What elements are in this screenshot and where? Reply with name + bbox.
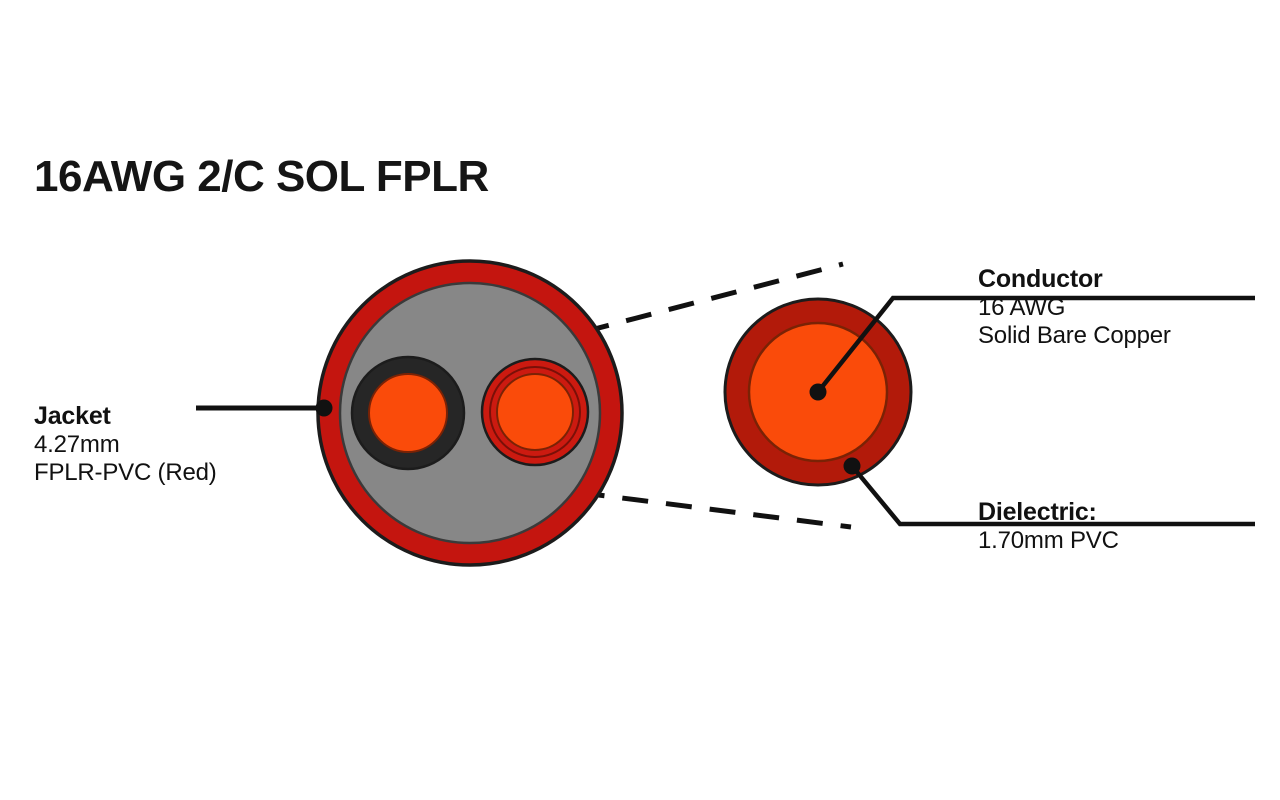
dashed-guide-lower [534,484,852,530]
leader-dot-jacket [315,399,333,417]
leader-dot-dielectric [843,457,861,475]
conductor-detail-magnified [723,297,913,487]
jacket-outer-ring [316,259,624,567]
callout-jacket: Jacket 4.27mm FPLR-PVC (Red) [34,402,217,487]
callout-jacket-size: 4.27mm [34,431,120,459]
detail-dielectric-ring [723,297,913,487]
callout-jacket-title: Jacket [34,402,111,430]
filler-layer [338,281,602,545]
dashed-guide-upper [540,261,844,346]
callout-jacket-material: FPLR-PVC (Red) [34,459,217,487]
conductor-black-copper-core [368,373,448,453]
detail-copper-core [747,321,889,463]
main-cable-cross-section [316,259,624,567]
page-title: 16AWG 2/C SOL FPLR [34,152,489,201]
callout-conductor-size: 16 AWG [978,294,1066,322]
callout-conductor: Conductor 16 AWG Solid Bare Copper [978,265,1171,350]
conductor-red-insulation-inner [489,366,581,458]
callout-dielectric: Dielectric: 1.70mm PVC [978,498,1119,555]
callout-dielectric-size: 1.70mm PVC [978,527,1119,555]
conductor-red-copper-core [496,373,574,451]
conductor-black-insulation [350,355,466,471]
callout-dielectric-title: Dielectric: [978,498,1097,526]
magnification-guides [534,261,852,530]
conductor-red-insulation [480,357,590,467]
leader-dot-conductor [809,383,827,401]
callout-conductor-material: Solid Bare Copper [978,322,1171,350]
callout-conductor-title: Conductor [978,265,1103,293]
